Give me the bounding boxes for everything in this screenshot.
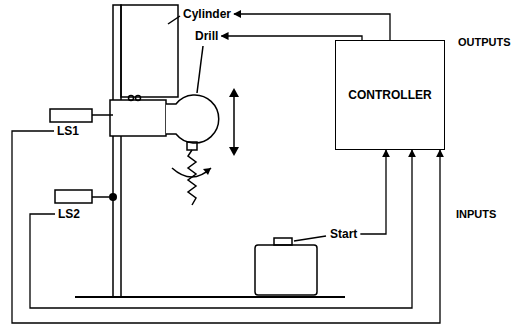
part-label: Start [330, 227, 357, 241]
leader-line [168, 16, 180, 24]
press-base [75, 296, 345, 298]
switch-arm [92, 114, 113, 116]
part-label: Drill [195, 29, 218, 43]
node-text: CONTROLLER [348, 88, 431, 102]
drill-carriage [110, 100, 166, 136]
node-text: Drill [195, 29, 218, 43]
travel-arrow [233, 94, 235, 150]
node-text: LS2 [58, 207, 80, 221]
signal-wire [12, 131, 440, 323]
press-column [113, 5, 121, 297]
switch-roller [109, 193, 117, 201]
rotation-arrow [172, 168, 211, 177]
limit-switch [50, 109, 92, 122]
controller-box: CONTROLLER [335, 40, 445, 150]
arrow-head [203, 168, 211, 175]
start-station [255, 245, 317, 295]
part-label: LS1 [57, 124, 79, 138]
start-button [274, 238, 292, 245]
switch-arm [92, 196, 109, 198]
signal-group-label: OUTPUTS [458, 36, 511, 49]
part-label: Cylinder [183, 7, 231, 21]
arrow-head [229, 88, 239, 97]
limit-switch [55, 190, 92, 203]
bolt [136, 96, 141, 101]
leader-line [197, 46, 203, 93]
drill-chuck [187, 142, 197, 150]
node-text: Start [330, 227, 357, 241]
leader-line [294, 236, 326, 241]
node-text: Cylinder [183, 7, 231, 21]
drill-motor [166, 95, 219, 143]
bolt [129, 96, 134, 101]
part-label: LS2 [58, 207, 80, 221]
arrow-head [229, 147, 239, 156]
signal-group-label: INPUTS [456, 208, 496, 221]
cylinder-body [121, 5, 178, 97]
signal-wire [30, 150, 412, 308]
node-text: LS1 [57, 124, 79, 138]
signal-wire [360, 150, 386, 234]
